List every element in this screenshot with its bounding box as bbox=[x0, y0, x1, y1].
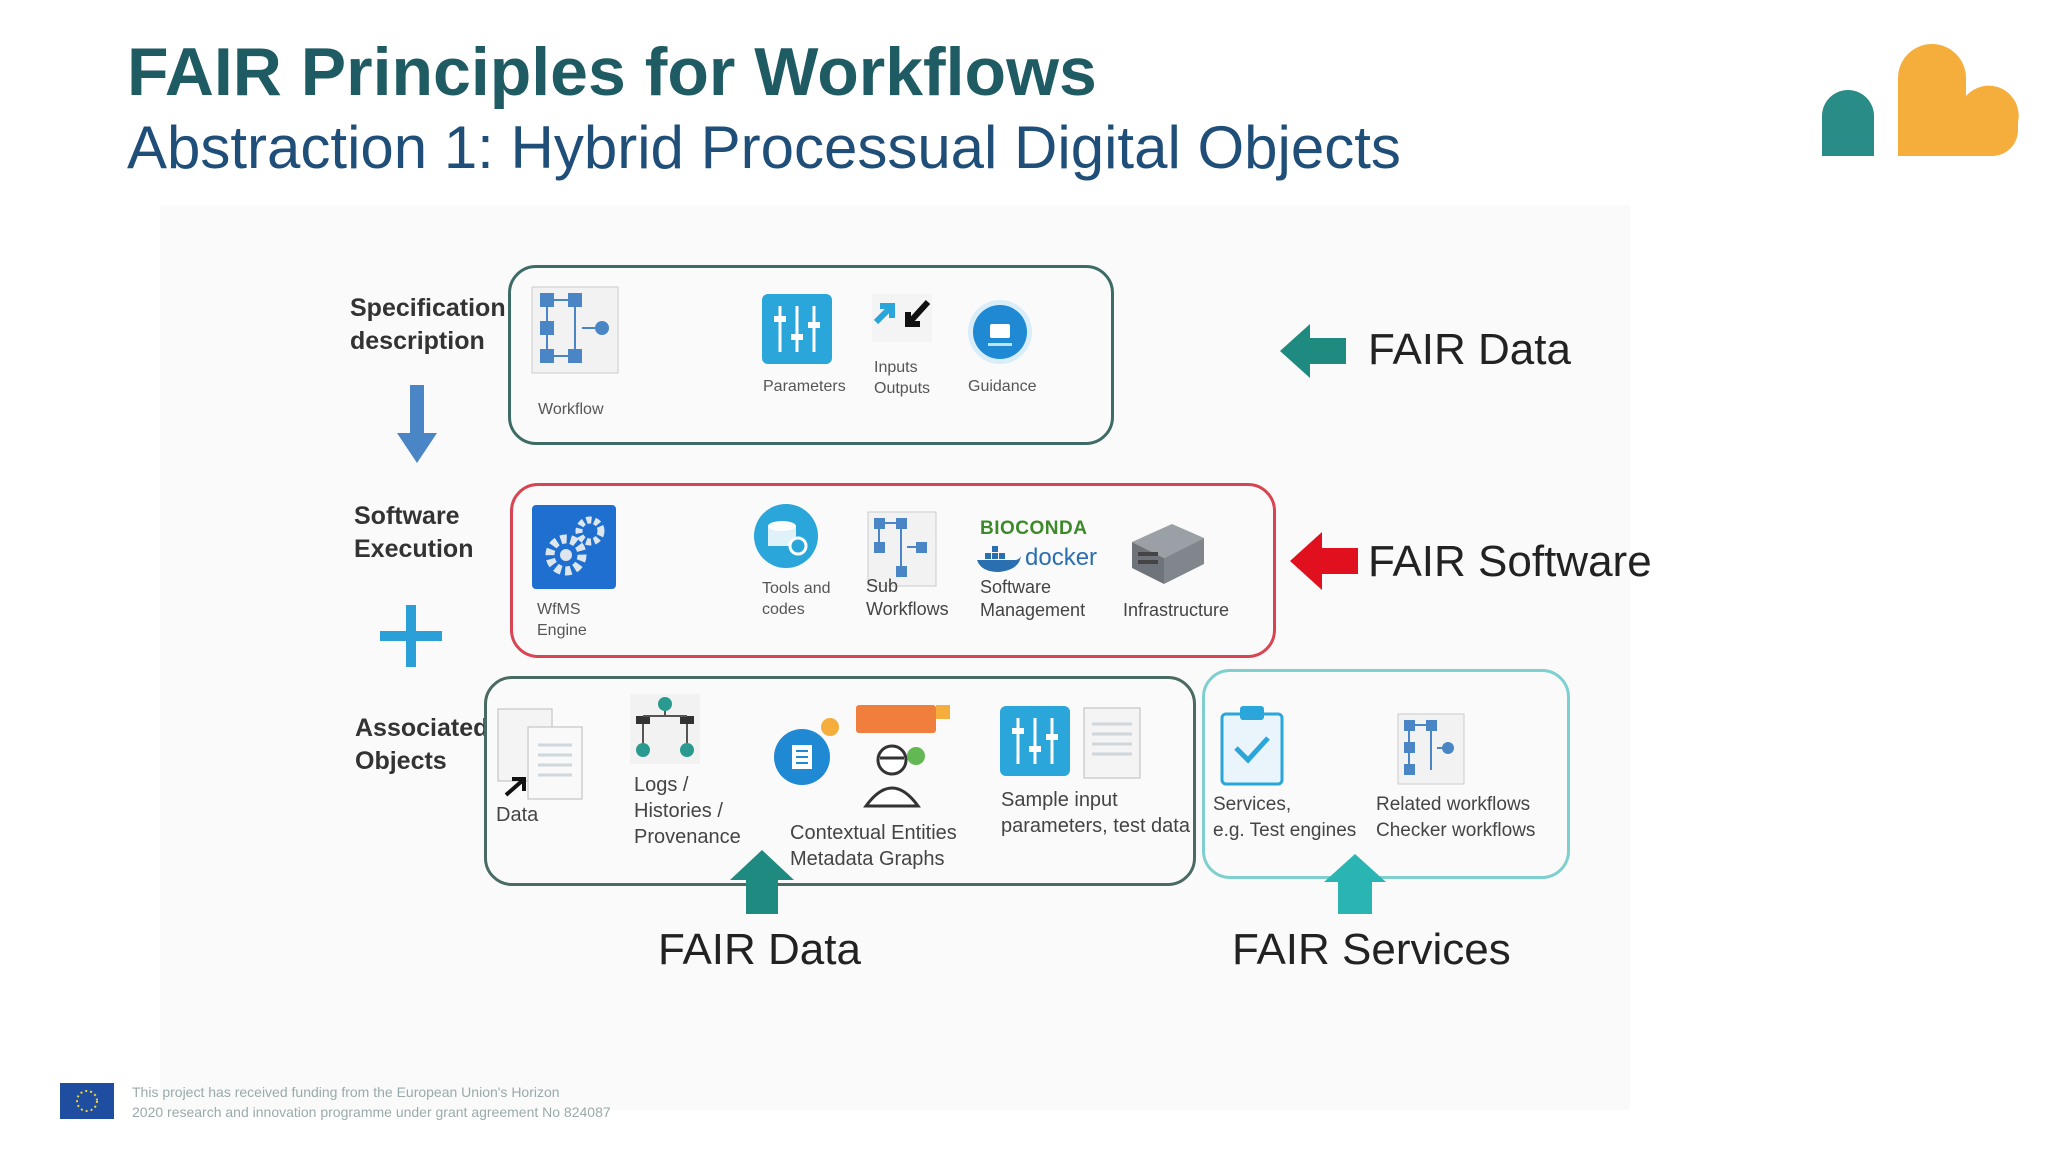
person-icon bbox=[863, 744, 925, 808]
docker-logo-text: docker bbox=[1025, 544, 1098, 571]
eosc-life-logo bbox=[1822, 44, 2019, 156]
metadata-icon bbox=[774, 705, 950, 785]
arrow-down-icon bbox=[397, 385, 437, 463]
server-icon bbox=[1132, 524, 1204, 584]
fair-services-label: FAIR Services bbox=[1232, 925, 1511, 974]
sliders-icon bbox=[762, 294, 832, 364]
docker-whale-icon bbox=[977, 546, 1021, 572]
inputs-outputs-icon bbox=[872, 294, 932, 342]
fair-data-label-right: FAIR Data bbox=[1368, 325, 1571, 374]
clipboard-check-icon bbox=[1220, 706, 1284, 786]
plus-icon bbox=[380, 605, 442, 667]
database-gear-icon bbox=[754, 504, 818, 568]
workflow-icon bbox=[531, 286, 619, 374]
fair-software-label: FAIR Software bbox=[1368, 537, 1652, 586]
subworkflow-icon bbox=[867, 511, 937, 587]
eu-flag-icon bbox=[60, 1083, 114, 1119]
arrow-left-red-icon bbox=[1290, 532, 1358, 590]
related-workflows-icon bbox=[1397, 713, 1465, 785]
label-infrastructure: Infrastructure bbox=[1123, 600, 1230, 620]
arrow-up-cyan-icon bbox=[1324, 854, 1386, 914]
label-workflow: Workflow bbox=[538, 401, 604, 418]
services-box bbox=[1202, 669, 1570, 879]
page-title: FAIR Principles for Workflows bbox=[127, 34, 1097, 110]
arrow-up-teal-icon bbox=[730, 850, 794, 914]
guidance-icon bbox=[968, 300, 1032, 364]
bioconda-logo: BIOCONDA bbox=[980, 518, 1088, 539]
specification-box bbox=[508, 265, 1114, 445]
gears-icon bbox=[532, 505, 616, 589]
arrow-left-teal-icon bbox=[1280, 324, 1346, 378]
funding-notice: This project has received funding from t… bbox=[132, 1084, 611, 1120]
associated-objects-box bbox=[484, 676, 1196, 886]
page-subtitle: Abstraction 1: Hybrid Processual Digital… bbox=[127, 114, 1401, 181]
label-services: Services,e.g. Test engines bbox=[1213, 794, 1357, 841]
label-data: Data bbox=[496, 804, 539, 826]
sample-input-icon bbox=[1000, 706, 1141, 779]
label-guidance: Guidance bbox=[968, 378, 1037, 395]
execution-box bbox=[510, 483, 1276, 658]
label-logs-provenance: Logs /Histories /Provenance bbox=[634, 774, 741, 848]
document-icon bbox=[497, 708, 583, 800]
fair-data-label-bottom: FAIR Data bbox=[658, 925, 861, 974]
provenance-graph-icon bbox=[630, 694, 700, 764]
label-parameters: Parameters bbox=[763, 378, 846, 395]
